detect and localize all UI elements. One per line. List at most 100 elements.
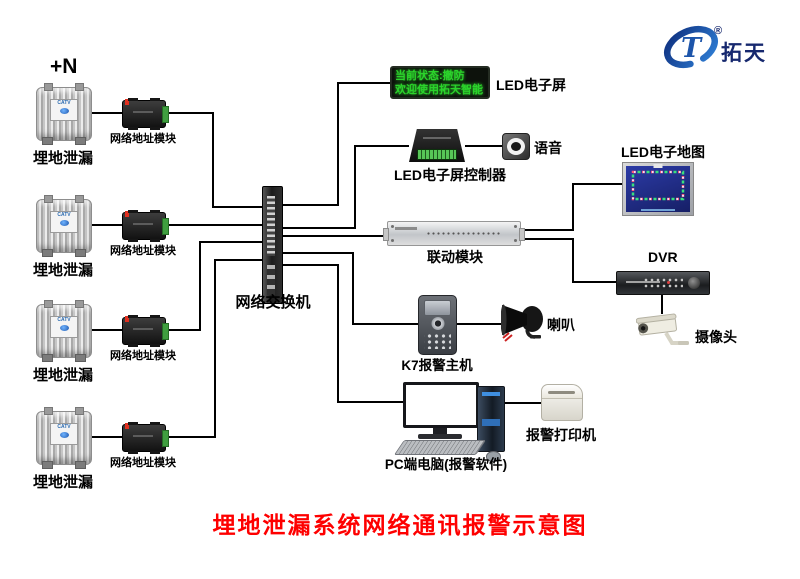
- k7-keypad: [424, 332, 451, 349]
- dvr-recorder: [616, 271, 710, 295]
- plus-n-annotation: +N: [50, 55, 78, 78]
- terminal-block: [162, 430, 169, 447]
- module-label-2: 网络地址模块: [110, 245, 176, 257]
- network-address-module-2: [122, 210, 169, 242]
- printer-label: 报警打印机: [526, 427, 596, 443]
- connector-nub: [44, 407, 53, 415]
- controller-terminal-block: [417, 149, 457, 160]
- led-screen-label: LED电子屏: [496, 77, 566, 93]
- status-led: [125, 211, 129, 217]
- terminal-block: [162, 323, 169, 340]
- linkage-module: [383, 221, 525, 246]
- mount-tab: [128, 451, 138, 454]
- led-screen-line1: 当前状态:撤防: [395, 70, 465, 82]
- module-print: [133, 435, 153, 437]
- dvr-buttons: [643, 277, 683, 288]
- tower-accent: [482, 392, 500, 396]
- map-caption-bar: [641, 209, 675, 211]
- mounting-foot: [75, 354, 86, 362]
- module-label-4: 网络地址模块: [110, 457, 176, 469]
- wire-linkage-map: [519, 183, 622, 231]
- wire-switch-k7: [281, 252, 418, 325]
- voice-label: 语音: [534, 140, 562, 156]
- tuotian-logo-icon: T: [662, 22, 720, 72]
- status-led: [125, 423, 129, 429]
- mounting-foot: [42, 354, 53, 362]
- terminal-block: [162, 218, 169, 235]
- map-top-tag: [653, 164, 663, 168]
- wire-switch-ledscreen: [281, 82, 390, 206]
- brand-swoosh-icon: [59, 108, 69, 114]
- wire-module4-switch: [164, 259, 262, 438]
- pc-label: PC端电脑(报警软件): [384, 457, 508, 472]
- tower-drive-bay: [482, 419, 500, 426]
- mount-tab: [150, 127, 160, 130]
- mount-tab: [150, 422, 160, 425]
- mount-tab: [128, 422, 138, 425]
- detector-plate-text: CATV: [57, 212, 71, 218]
- logo-text: 拓天: [721, 42, 767, 65]
- wire-switch-controller: [281, 145, 409, 229]
- mount-tab: [150, 98, 160, 101]
- detector-nameplate: CATV: [50, 99, 78, 121]
- mounting-foot: [75, 461, 86, 469]
- registered-mark: ®: [714, 25, 723, 37]
- camera-label: 摄像头: [695, 329, 737, 345]
- mounting-foot: [75, 137, 86, 145]
- screw: [391, 239, 394, 242]
- mounting-foot: [42, 461, 53, 469]
- mounting-foot: [42, 249, 53, 257]
- screw: [514, 225, 517, 228]
- mount-tab: [150, 344, 160, 347]
- mount-tab: [150, 239, 160, 242]
- detector-label-4: 埋地泄漏: [32, 474, 93, 491]
- led-message-screen: 当前状态:撤防 欢迎使用拓天智能: [390, 66, 490, 99]
- detector-label-3: 埋地泄漏: [32, 367, 93, 384]
- connector-nub: [44, 83, 53, 91]
- led-screen-line2: 欢迎使用拓天智能: [395, 83, 483, 96]
- controller-print: [423, 137, 451, 139]
- pc-monitor-stand: [433, 428, 447, 435]
- detector-label-1: 埋地泄漏: [32, 150, 93, 167]
- mount-tab: [128, 210, 138, 213]
- brand-swoosh-icon: [59, 220, 69, 226]
- dvr-knob: [688, 276, 700, 289]
- connector-nub: [44, 195, 53, 203]
- alarm-printer: [541, 384, 583, 421]
- pc-monitor: [403, 382, 479, 428]
- mount-tab: [128, 239, 138, 242]
- k7-display: [424, 300, 451, 316]
- module-print: [133, 328, 153, 330]
- rack-ear: [383, 228, 389, 241]
- wire-module3-switch: [164, 241, 262, 331]
- terminal-block: [162, 106, 169, 123]
- mount-tab: [128, 315, 138, 318]
- mount-tab: [128, 98, 138, 101]
- k7-nav-dial: [431, 317, 444, 330]
- map-dot-route: [631, 170, 685, 201]
- diagram-title: 埋地泄漏系统网络通讯报警示意图: [212, 512, 588, 538]
- wire-module1-switch: [164, 112, 262, 208]
- network-switch: [262, 186, 283, 304]
- detector-plate-text: CATV: [57, 424, 71, 430]
- dvr-label: DVR: [648, 249, 678, 265]
- brand-swoosh-icon: [59, 432, 69, 438]
- voice-speaker-icon: [502, 133, 530, 160]
- detector-nameplate: CATV: [50, 423, 78, 445]
- switch-label: 网络交换机: [235, 294, 311, 311]
- detector-label-2: 埋地泄漏: [32, 262, 93, 279]
- screw: [391, 225, 394, 228]
- network-address-module-1: [122, 98, 169, 130]
- leak-detector-1: CATV: [36, 83, 92, 145]
- k7-label: K7报警主机: [401, 358, 473, 373]
- status-led: [125, 99, 129, 105]
- cctv-camera-icon: [635, 310, 690, 354]
- connector-nub: [75, 300, 84, 308]
- connector-nub: [44, 300, 53, 308]
- connector-nub: [75, 83, 84, 91]
- switch-uplink-ports: [267, 265, 275, 295]
- network-address-module-3: [122, 315, 169, 347]
- horn-siren-icon: [500, 302, 546, 345]
